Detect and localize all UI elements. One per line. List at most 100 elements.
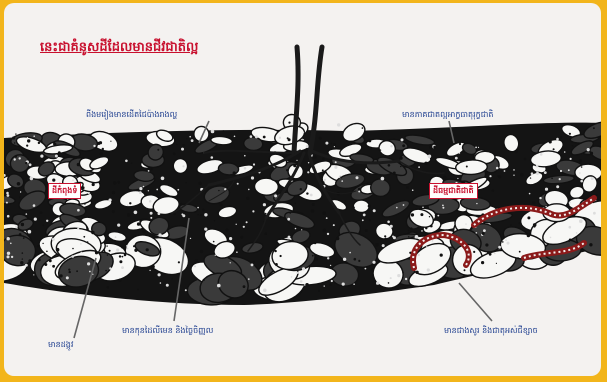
- soil-speck: [66, 276, 69, 279]
- soil-speck: [158, 212, 161, 215]
- soil-speck: [482, 232, 485, 235]
- soil-speck: [20, 261, 23, 264]
- soil-speck: [334, 166, 337, 169]
- soil-speck: [225, 229, 228, 232]
- soil-speck: [115, 236, 117, 238]
- soil-speck: [540, 153, 543, 156]
- soil-speck: [204, 213, 207, 216]
- soil-speck: [72, 248, 74, 250]
- soil-speck: [393, 172, 396, 175]
- soil-speck: [459, 215, 461, 217]
- soil-speck: [373, 209, 376, 212]
- label-top-left: ពីងមរៀងមានដើតជៃប៉ាងរាងល្ហ: [86, 109, 177, 121]
- soil-speck: [287, 238, 289, 240]
- soil-speck: [139, 191, 142, 194]
- soil-speck: [365, 268, 367, 270]
- soil-speck: [387, 221, 390, 224]
- soil-speck: [549, 140, 552, 143]
- soil-speck: [199, 182, 202, 185]
- soil-speck: [185, 289, 187, 291]
- soil-speck: [233, 171, 236, 174]
- soil-speck: [134, 211, 138, 215]
- soil-speck: [244, 167, 247, 170]
- soil-speck: [119, 260, 122, 263]
- soil-speck: [334, 146, 335, 147]
- soil-speck: [400, 157, 403, 160]
- soil-speck: [590, 152, 593, 155]
- soil-speck: [22, 258, 23, 259]
- soil-speck: [84, 203, 86, 205]
- soil-speck: [368, 139, 371, 142]
- soil-speck: [457, 178, 458, 179]
- soil-speck: [191, 139, 194, 142]
- soil-speck: [127, 205, 129, 207]
- soil-speck: [349, 252, 351, 254]
- soil-speck: [119, 255, 121, 257]
- soil-speck: [112, 210, 115, 213]
- soil-speck: [26, 145, 28, 147]
- soil-speck: [551, 178, 553, 180]
- soil-speck: [134, 249, 137, 252]
- soil-speck: [462, 170, 463, 171]
- soil-speck: [83, 236, 85, 238]
- soil-speck: [401, 138, 404, 141]
- soil-speck: [553, 148, 555, 150]
- soil-speck: [248, 189, 250, 191]
- soil-speck: [195, 259, 198, 262]
- soil-speck: [333, 224, 335, 226]
- soil-speck: [485, 243, 488, 246]
- soil-speck: [7, 194, 10, 197]
- soil-speck: [14, 158, 16, 160]
- soil-speck: [593, 212, 596, 215]
- soil-speck: [11, 256, 13, 258]
- soil-speck: [56, 248, 60, 252]
- soil-speck: [532, 201, 535, 204]
- soil-speck: [421, 230, 423, 232]
- soil-speck: [300, 188, 302, 190]
- soil-speck: [253, 261, 255, 263]
- soil-speck: [107, 286, 110, 289]
- soil-speck: [203, 279, 205, 281]
- soil-speck: [280, 255, 282, 257]
- soil-speck: [324, 285, 325, 286]
- soil-speck: [476, 232, 478, 234]
- soil-speck: [533, 223, 537, 227]
- soil-speck: [8, 210, 10, 212]
- soil-speck: [494, 253, 496, 255]
- soil-speck: [326, 217, 328, 219]
- soil-speck: [40, 211, 43, 214]
- soil-speck: [27, 137, 28, 138]
- soil-speck: [382, 244, 385, 247]
- soil-clod: [455, 159, 487, 174]
- soil-speck: [390, 225, 393, 228]
- soil-speck: [7, 255, 10, 258]
- soil-speck: [564, 151, 566, 153]
- soil-speck: [294, 203, 296, 205]
- soil-speck: [341, 180, 343, 182]
- soil-speck: [194, 211, 196, 213]
- soil-speck: [109, 199, 112, 202]
- soil-speck: [29, 163, 32, 166]
- soil-speck: [142, 230, 146, 234]
- soil-speck: [293, 164, 296, 167]
- soil-speck: [129, 202, 131, 204]
- soil-speck: [327, 257, 329, 259]
- soil-speck: [82, 186, 85, 189]
- soil-speck: [121, 266, 124, 269]
- soil-speck: [12, 136, 15, 139]
- soil-speck: [102, 148, 104, 150]
- soil-speck: [19, 157, 21, 159]
- soil-speck: [22, 252, 24, 254]
- soil-speck: [148, 190, 149, 191]
- soil-speck: [148, 170, 150, 172]
- soil-speck: [302, 267, 305, 270]
- soil-speck: [26, 213, 28, 215]
- soil-speck: [581, 166, 583, 168]
- soil-speck: [52, 238, 55, 241]
- soil-speck: [91, 231, 94, 234]
- soil-speck: [243, 226, 245, 228]
- soil-speck: [8, 175, 10, 177]
- soil-speck: [7, 215, 10, 218]
- soil-speck: [443, 176, 447, 180]
- soil-speck: [27, 139, 30, 142]
